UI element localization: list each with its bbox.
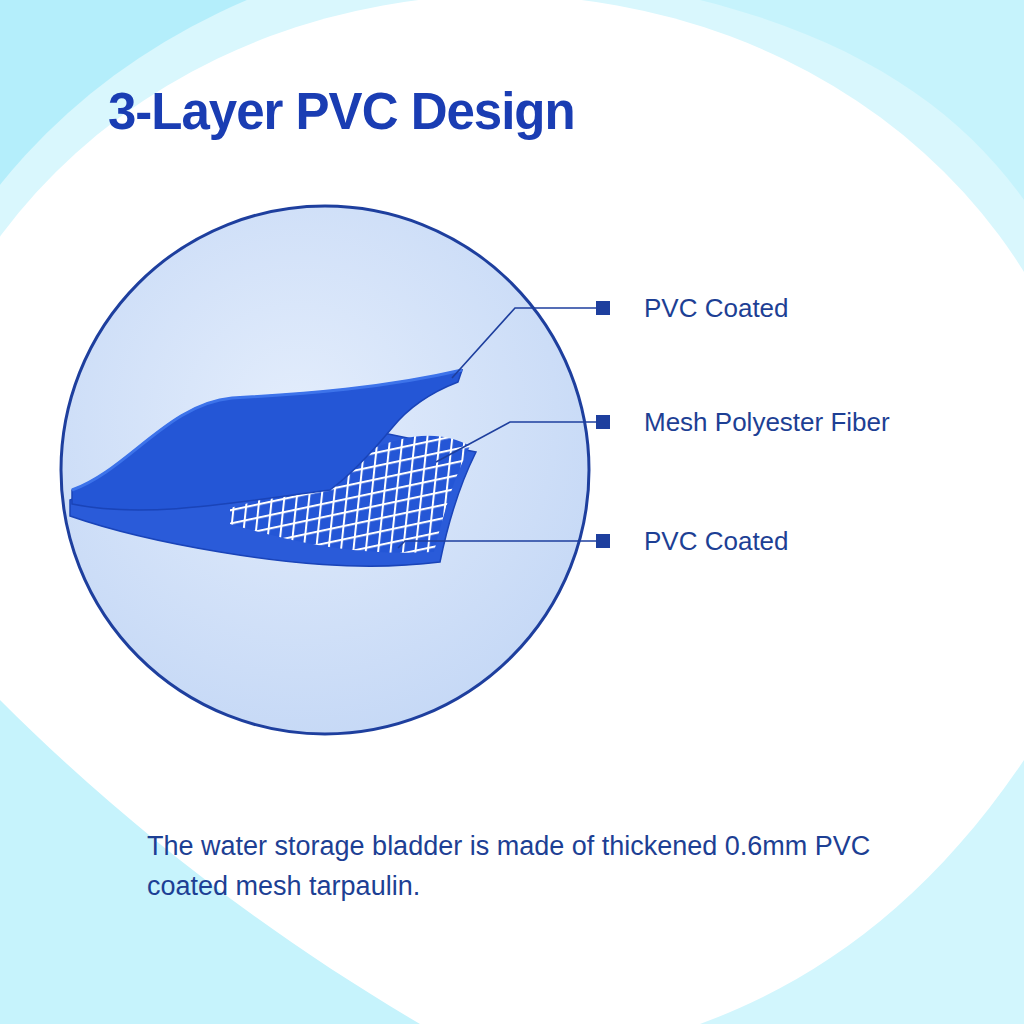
background-swoosh xyxy=(700,760,1024,1024)
caption: The water storage bladder is made of thi… xyxy=(147,826,937,906)
layer-label: Mesh Polyester Fiber xyxy=(644,407,890,437)
leader-line xyxy=(436,422,596,462)
detail-circle xyxy=(61,206,589,734)
bullet-square xyxy=(596,301,610,315)
title: 3-Layer PVC Design xyxy=(108,82,575,142)
bullet-square xyxy=(596,534,610,548)
background-swoosh xyxy=(0,700,420,1024)
background-swoosh xyxy=(700,0,1024,200)
layer-highlight xyxy=(72,370,462,490)
bullet-square xyxy=(596,415,610,429)
pvc-top-layer xyxy=(72,370,462,510)
leader-line xyxy=(398,541,596,548)
leader-line xyxy=(452,308,596,378)
layer-label: PVC Coated xyxy=(644,293,789,323)
layer-label: PVC Coated xyxy=(644,526,789,556)
